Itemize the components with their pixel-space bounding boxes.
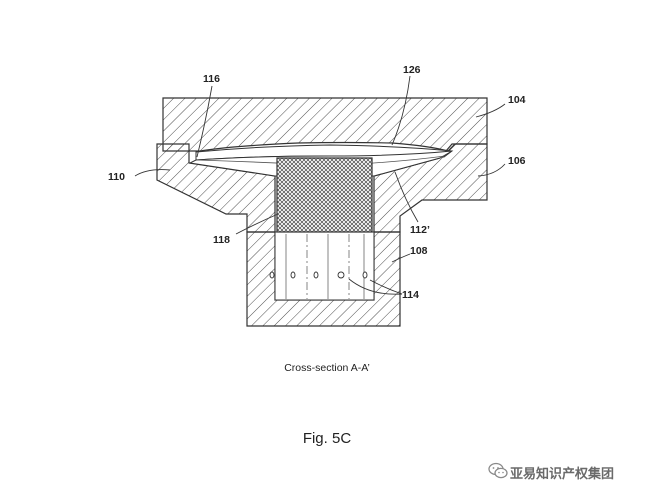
label-106: 106 xyxy=(508,155,526,167)
section-caption: Cross-section A-A’ xyxy=(284,362,370,374)
label-126: 126 xyxy=(403,64,421,76)
watermark: 亚易知识产权集团 xyxy=(488,460,646,482)
label-104: 104 xyxy=(508,94,526,106)
label-110: 110 xyxy=(108,171,125,183)
cup-108 xyxy=(246,231,401,327)
label-116: 116 xyxy=(203,73,220,85)
label-108: 108 xyxy=(410,245,428,257)
label-118: 118 xyxy=(213,234,230,246)
label-112-prime: 112’ xyxy=(410,224,430,236)
ports-114 xyxy=(269,271,368,279)
label-114: 114 xyxy=(402,289,419,301)
filter-block-118 xyxy=(276,157,373,233)
wechat-icon xyxy=(488,462,508,479)
figure-caption: Fig. 5C xyxy=(302,430,352,447)
top-plate-104 xyxy=(162,97,488,152)
watermark-text: 亚易知识产权集团 xyxy=(510,467,615,482)
leader-lines xyxy=(134,75,506,295)
